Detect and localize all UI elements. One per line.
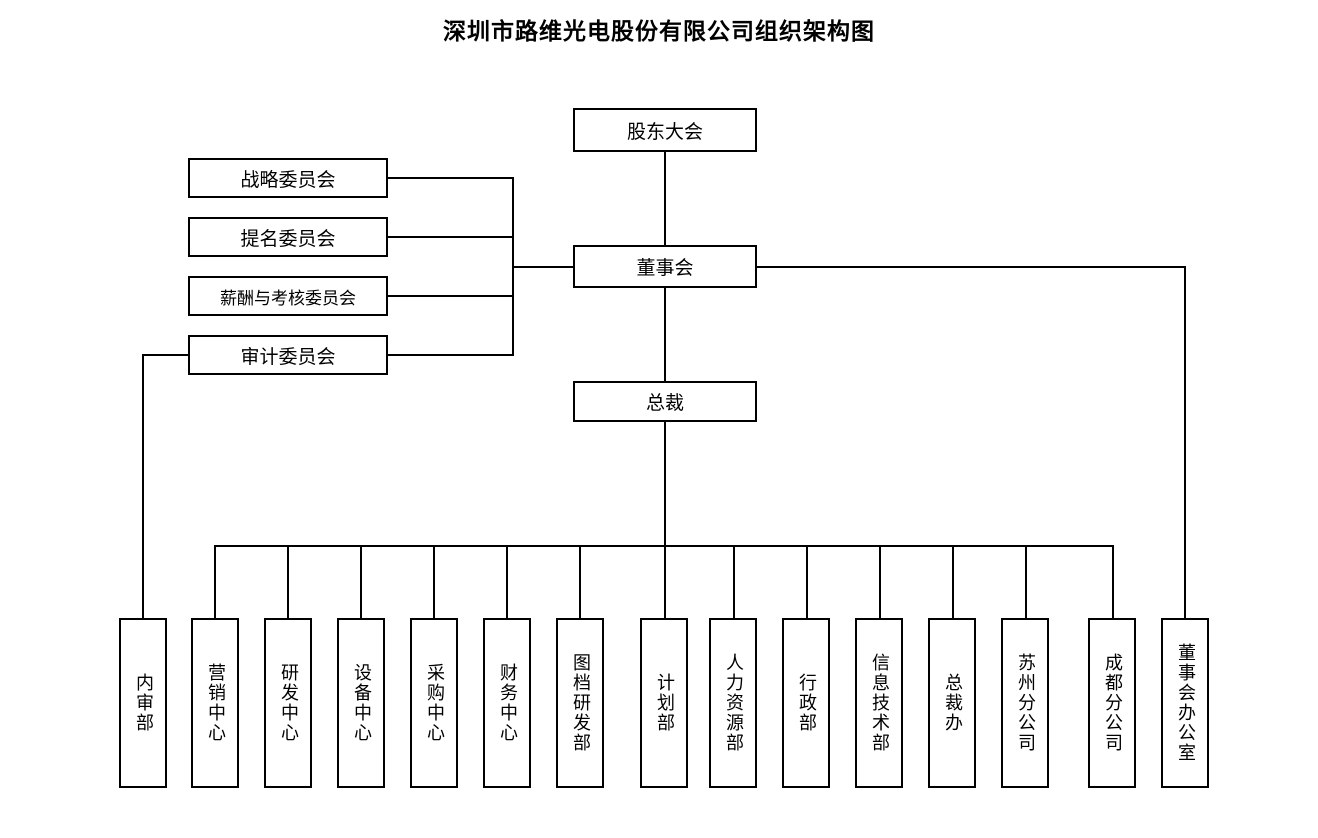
node-board[interactable]: 董事会 [573, 245, 757, 288]
node-nomination-committee[interactable]: 提名委员会 [188, 217, 388, 257]
node-label-equipment-center: 设备中心 [351, 663, 372, 743]
drop-line-it-dept [879, 545, 881, 619]
connector-board-president [664, 287, 666, 382]
node-label-admin-dept: 行政部 [796, 673, 817, 733]
connector-audit-to-internal-audit-drop [142, 354, 144, 619]
node-drawing-rd-dept[interactable]: 图档研发部 [556, 618, 604, 788]
connector-compensation-committee [387, 295, 514, 297]
node-label-audit-committee: 审计委员会 [240, 345, 336, 368]
node-planning-dept[interactable]: 计划部 [640, 618, 688, 788]
node-label-board-office: 董事会办公室 [1175, 643, 1196, 763]
connector-board-to-board-office-drop [1184, 266, 1186, 619]
node-president[interactable]: 总裁 [573, 381, 757, 422]
drop-line-procurement-center [433, 545, 435, 619]
connector-board-to-board-office-top [755, 266, 1186, 268]
node-label-hr-dept: 人力资源部 [723, 653, 744, 753]
node-label-rd-center: 研发中心 [278, 663, 299, 743]
node-label-president: 总裁 [645, 392, 684, 414]
node-marketing-center[interactable]: 营销中心 [191, 618, 239, 788]
node-hr-dept[interactable]: 人力资源部 [709, 618, 757, 788]
node-audit-committee[interactable]: 审计委员会 [188, 335, 388, 375]
drop-line-equipment-center [360, 545, 362, 619]
node-label-suzhou-branch: 苏州分公司 [1015, 653, 1036, 753]
node-strategy-committee[interactable]: 战略委员会 [188, 158, 388, 198]
drop-line-planning-dept [664, 545, 666, 619]
node-label-marketing-center: 营销中心 [205, 663, 226, 743]
connector-audit-committee [387, 354, 514, 356]
drop-line-drawing-rd-dept [579, 545, 581, 619]
connector-nomination-committee [387, 236, 514, 238]
node-label-internal-audit: 内审部 [133, 673, 154, 733]
node-label-drawing-rd-dept: 图档研发部 [570, 653, 591, 753]
node-president-office[interactable]: 总裁办 [928, 618, 976, 788]
drop-line-marketing-center [214, 545, 216, 619]
drop-line-suzhou-branch [1025, 545, 1027, 619]
node-compensation-committee[interactable]: 薪酬与考核委员会 [188, 276, 388, 316]
node-label-president-office: 总裁办 [942, 673, 963, 733]
node-rd-center[interactable]: 研发中心 [264, 618, 312, 788]
node-label-chengdu-branch: 成都分公司 [1102, 653, 1123, 753]
node-finance-center[interactable]: 财务中心 [483, 618, 531, 788]
node-label-shareholders: 股东大会 [626, 120, 703, 143]
connector-shareholders-board [664, 152, 666, 248]
drop-line-hr-dept [733, 545, 735, 619]
connector-audit-to-internal-audit-top [142, 354, 190, 356]
node-internal-audit[interactable]: 内审部 [119, 618, 167, 788]
node-label-compensation-committee: 薪酬与考核委员会 [220, 288, 356, 309]
drop-line-president-office [952, 545, 954, 619]
node-label-strategy-committee: 战略委员会 [240, 168, 336, 191]
node-label-it-dept: 信息技术部 [869, 653, 890, 753]
node-admin-dept[interactable]: 行政部 [782, 618, 830, 788]
node-shareholders[interactable]: 股东大会 [573, 108, 757, 152]
node-label-procurement-center: 采购中心 [424, 663, 445, 743]
connector-president-to-bus [664, 421, 666, 546]
node-it-dept[interactable]: 信息技术部 [855, 618, 903, 788]
connector-strategy-committee [387, 177, 514, 179]
node-board-office[interactable]: 董事会办公室 [1161, 618, 1209, 788]
node-equipment-center[interactable]: 设备中心 [337, 618, 385, 788]
node-label-board: 董事会 [636, 257, 694, 279]
drop-line-admin-dept [806, 545, 808, 619]
node-label-finance-center: 财务中心 [497, 663, 518, 743]
node-label-planning-dept: 计划部 [654, 673, 675, 733]
node-procurement-center[interactable]: 采购中心 [410, 618, 458, 788]
drop-line-chengdu-branch [1112, 545, 1114, 619]
connector-committee-bus-to-board [512, 266, 574, 268]
node-label-nomination-committee: 提名委员会 [240, 227, 336, 250]
node-chengdu-branch[interactable]: 成都分公司 [1088, 618, 1136, 788]
drop-line-rd-center [287, 545, 289, 619]
page-title: 深圳市路维光电股份有限公司组织架构图 [443, 18, 875, 45]
drop-line-finance-center [506, 545, 508, 619]
node-suzhou-branch[interactable]: 苏州分公司 [1001, 618, 1049, 788]
